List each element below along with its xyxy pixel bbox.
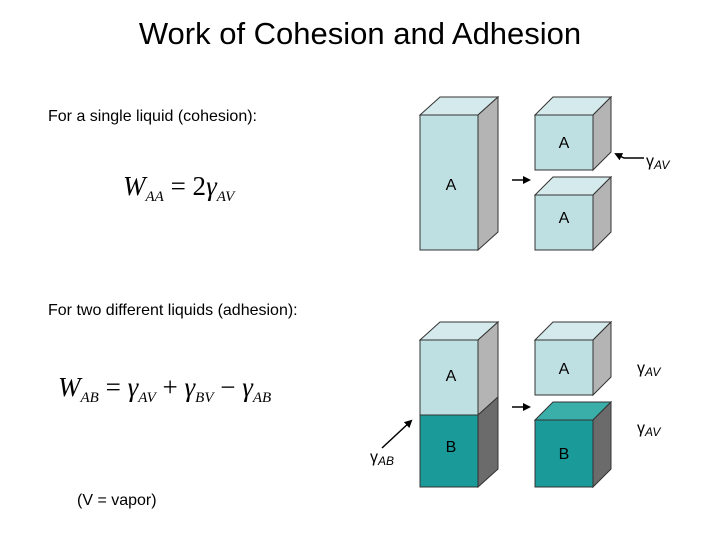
adhesion-surface-label-bottom: γAV: [637, 420, 661, 439]
block-front-face-a: [419, 339, 479, 416]
cohesion-right-upper-block: [533, 95, 613, 172]
vapor-note: (V = vapor): [77, 492, 157, 509]
cohesion-right-lower-block: [533, 175, 613, 252]
cohesion-surface-arrow: [614, 153, 644, 161]
cohesion-right-top-label: A: [559, 135, 570, 152]
cohesion-heading: For a single liquid (cohesion):: [48, 108, 257, 125]
adhesion-left-block: [418, 320, 500, 489]
adhesion-right-lower-block: [533, 400, 613, 489]
cohesion-right-bottom-label: A: [559, 210, 570, 227]
adhesion-interface-label: γAB: [370, 449, 394, 468]
block-front-face: [534, 194, 594, 251]
block-front-face-b: [419, 414, 479, 488]
adhesion-right-upper-block: [533, 320, 613, 397]
cohesion-left-block: [418, 95, 500, 252]
cohesion-surface-label: γAV: [646, 153, 670, 172]
block-front-face: [534, 419, 594, 488]
block-front-face: [419, 114, 479, 251]
adhesion-left-top-label: A: [446, 368, 457, 385]
block-side-face: [477, 95, 499, 252]
cohesion-equation: WAA = 2γAV: [123, 171, 236, 205]
adhesion-heading: For two different liquids (adhesion):: [48, 302, 298, 319]
adhesion-surface-label-top: γAV: [637, 360, 661, 379]
adhesion-interface-arrow: [381, 419, 413, 449]
block-front-face: [534, 114, 594, 171]
adhesion-right-top-label: A: [559, 361, 570, 378]
page-title: Work of Cohesion and Adhesion: [138, 16, 582, 51]
adhesion-left-bottom-label: B: [446, 439, 457, 456]
cohesion-left-label: A: [446, 177, 457, 194]
adhesion-equation: WAB = γAV + γBV − γAB: [58, 372, 271, 406]
adhesion-right-bottom-label: B: [559, 446, 570, 463]
block-front-face: [534, 339, 594, 396]
